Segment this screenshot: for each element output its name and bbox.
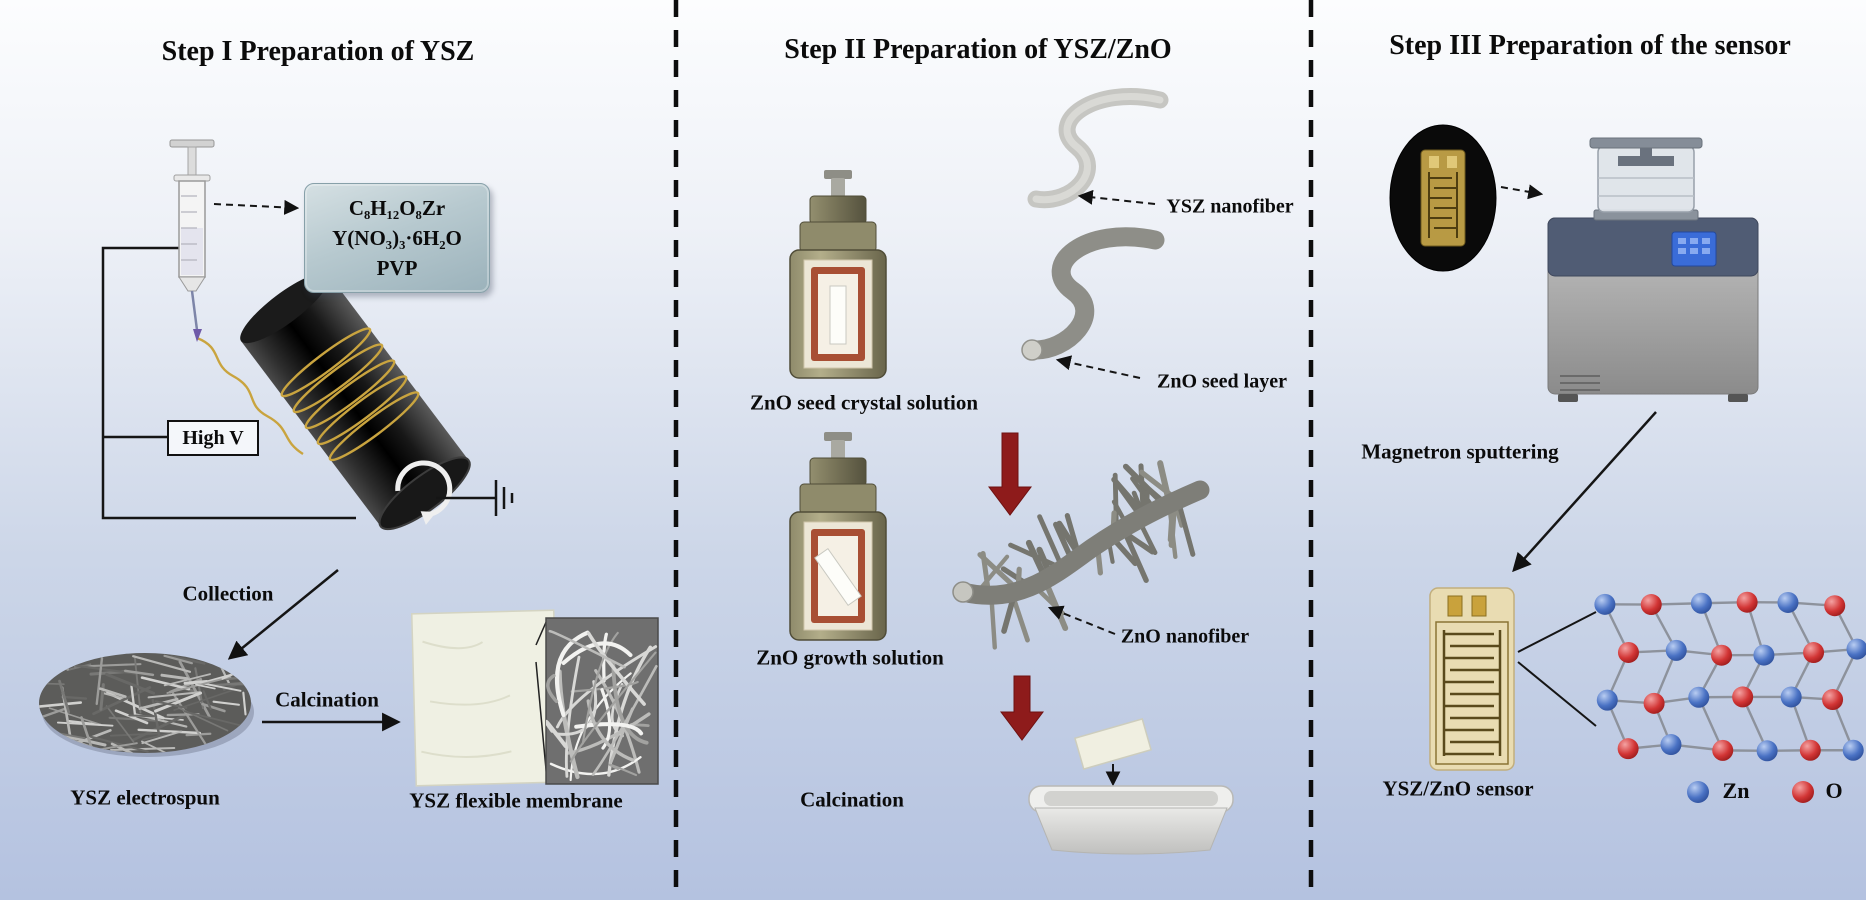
zno-seed-layer-fiber — [1021, 227, 1165, 361]
ysz-zno-sensor-label: YSZ/ZnO sensor — [1382, 776, 1534, 801]
ysz-flexible-membrane-photo — [411, 609, 559, 787]
legend-o-label: O — [1825, 778, 1843, 803]
zno-seed-layer-label: ZnO seed layer — [1157, 370, 1287, 393]
ysz-flexible-membrane-label: YSZ flexible membrane — [409, 788, 623, 813]
crystal-callout-line-bottom — [1517, 661, 1597, 727]
ysz-nanofiber-label: YSZ nanofiber — [1166, 195, 1294, 218]
zno-nanofiber-illustration — [952, 460, 1210, 650]
dashed-arrow-syringe-to-chemicals — [213, 199, 300, 215]
process-arrow-down-1 — [988, 432, 1032, 516]
legend-zn-label: Zn — [1722, 778, 1750, 803]
zno-seed-solution-label: ZnO seed crystal solution — [749, 390, 979, 415]
dashed-arrow-oval-to-machine — [1500, 184, 1544, 200]
substrate-slab-tilted — [814, 547, 862, 607]
taylor-cone — [193, 329, 202, 342]
ysz-zno-sensor-device — [1429, 587, 1515, 771]
crystal-callout-line-top — [1517, 611, 1597, 653]
collection-label: Collection — [182, 581, 274, 606]
fiber-coil — [280, 327, 372, 398]
dashed-arrow-ysz-nanofiber — [1077, 189, 1156, 205]
calcination-label-step2: Calcination — [800, 787, 904, 812]
process-arrow-down-2 — [1000, 675, 1044, 741]
sem-callout-line-top — [535, 619, 548, 646]
sem-fiber-inset — [545, 617, 659, 785]
sensor-photo-oval-inset — [1389, 124, 1497, 272]
collection-arrow — [227, 569, 339, 660]
syringe-illustration — [169, 139, 215, 342]
interdigitated-electrodes — [1442, 630, 1502, 756]
high-voltage-label: High V — [167, 420, 259, 456]
electrospinning-jet — [196, 336, 304, 456]
chemical-formula-3: PVP — [376, 255, 418, 280]
step2-title: Step II Preparation of YSZ/ZnO — [784, 34, 1172, 65]
step1-title: Step I Preparation of YSZ — [161, 36, 475, 67]
substrate-slab — [829, 285, 847, 345]
ground-symbol-icon — [436, 480, 514, 516]
ysz-electrospun-mat — [39, 653, 254, 757]
rotating-drum-collector — [240, 272, 471, 531]
ysz-nanofiber-illustration — [1027, 88, 1169, 209]
calcination-label-step1: Calcination — [275, 687, 379, 712]
ysz-electrospun-label: YSZ electrospun — [70, 785, 220, 810]
legend-o-sphere — [1792, 781, 1814, 803]
dashed-arrow-zno-seed-layer — [1055, 355, 1141, 379]
step3-title: Step III Preparation of the sensor — [1389, 30, 1791, 61]
magnetron-sputtering-machine — [1547, 137, 1759, 402]
rotation-arrow-icon — [395, 460, 453, 518]
membrane-into-crucible — [1074, 718, 1152, 770]
chemical-formula-2: Y(NO₃)₃·6H₂O — [332, 225, 462, 250]
sem-callout-line-bottom — [535, 661, 548, 781]
chemical-formula-1: C₈H₁₂O₈Zr — [348, 195, 446, 220]
autoclave-seed-solution — [789, 169, 887, 379]
sputtering-to-sensor-arrow — [1512, 411, 1657, 573]
vent-grille — [1560, 375, 1600, 391]
zno-growth-solution-label: ZnO growth solution — [756, 645, 944, 670]
zno-nanofiber-label: ZnO nanofiber — [1120, 625, 1250, 648]
autoclave-growth-solution — [789, 431, 887, 641]
precursor-chemicals-box: C₈H₁₂O₈Zr Y(NO₃)₃·6H₂O PVP — [304, 183, 490, 293]
crucible-boat — [1028, 785, 1234, 855]
zno-crystal-structure — [1594, 591, 1866, 762]
high-voltage-circuit-wire — [101, 246, 356, 520]
legend-zn-sphere — [1687, 781, 1709, 803]
magnetron-sputtering-label: Magnetron sputtering — [1361, 439, 1559, 464]
